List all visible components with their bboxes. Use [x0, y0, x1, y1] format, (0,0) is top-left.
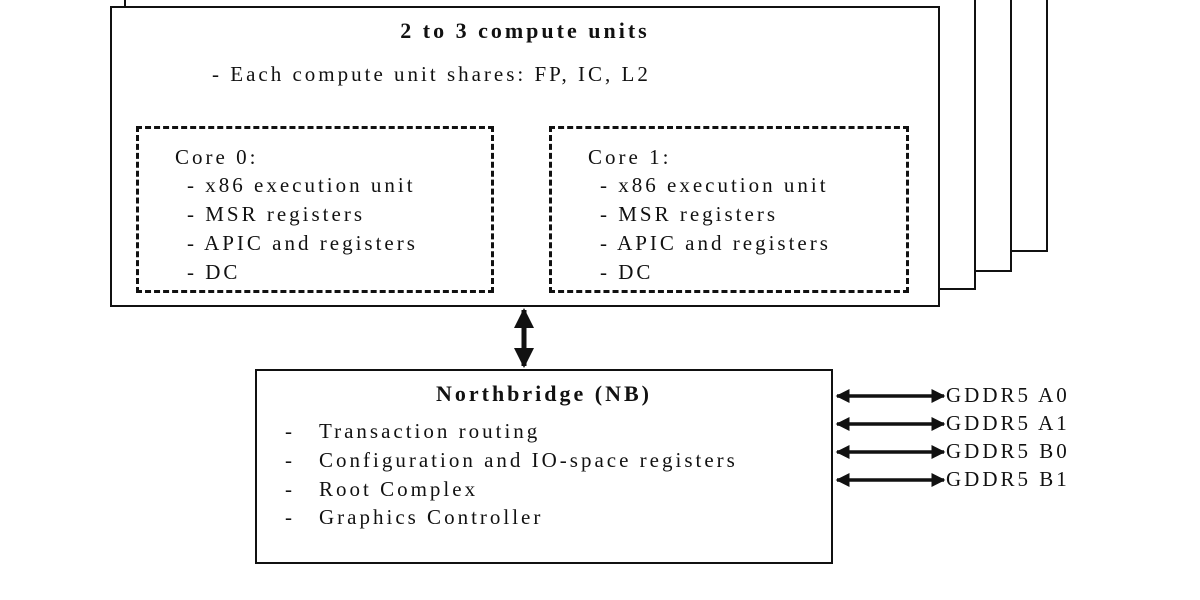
- northbridge-item: Root Complex: [319, 477, 479, 501]
- compute-unit-subtitle: - Each compute unit shares: FP, IC, L2: [212, 62, 651, 86]
- core-0-item: - APIC and registers: [187, 231, 418, 255]
- northbridge-item: Transaction routing: [319, 419, 541, 443]
- northbridge-item-dash: -: [285, 505, 295, 529]
- northbridge-item-dash: -: [285, 477, 295, 501]
- northbridge-title: Northbridge (NB): [435, 381, 653, 406]
- memory-channel-label-gddr5-a1: GDDR5 A1: [946, 411, 1070, 435]
- northbridge-item-dash: -: [285, 448, 295, 472]
- core-0-item: - MSR registers: [187, 202, 365, 226]
- northbridge-item: Configuration and IO-space registers: [319, 448, 738, 472]
- memory-channel-label-gddr5-a0: GDDR5 A0: [946, 383, 1070, 407]
- compute-unit-title: 2 to 3 compute units: [400, 18, 650, 43]
- northbridge-item: Graphics Controller: [319, 505, 544, 529]
- core-1-label: Core 1:: [588, 145, 672, 169]
- core-0-label: Core 0:: [175, 145, 259, 169]
- core-1-item: - DC: [600, 260, 654, 284]
- memory-channel-label-gddr5-b0: GDDR5 B0: [946, 439, 1070, 463]
- core-1-item: - x86 execution unit: [600, 173, 829, 197]
- memory-channel-label-gddr5-b1: GDDR5 B1: [946, 467, 1070, 491]
- core-1-item: - MSR registers: [600, 202, 778, 226]
- core-1-item: - APIC and registers: [600, 231, 831, 255]
- northbridge-item-dash: -: [285, 419, 295, 443]
- core-0-item: - x86 execution unit: [187, 173, 416, 197]
- northbridge-box: Northbridge (NB) - Transaction routing -…: [255, 369, 833, 564]
- core-1-box: Core 1: - x86 execution unit - MSR regis…: [549, 126, 909, 293]
- core-0-item: - DC: [187, 260, 241, 284]
- core-0-box: Core 0: - x86 execution unit - MSR regis…: [136, 126, 494, 293]
- compute-unit-box: 2 to 3 compute units - Each compute unit…: [110, 6, 940, 307]
